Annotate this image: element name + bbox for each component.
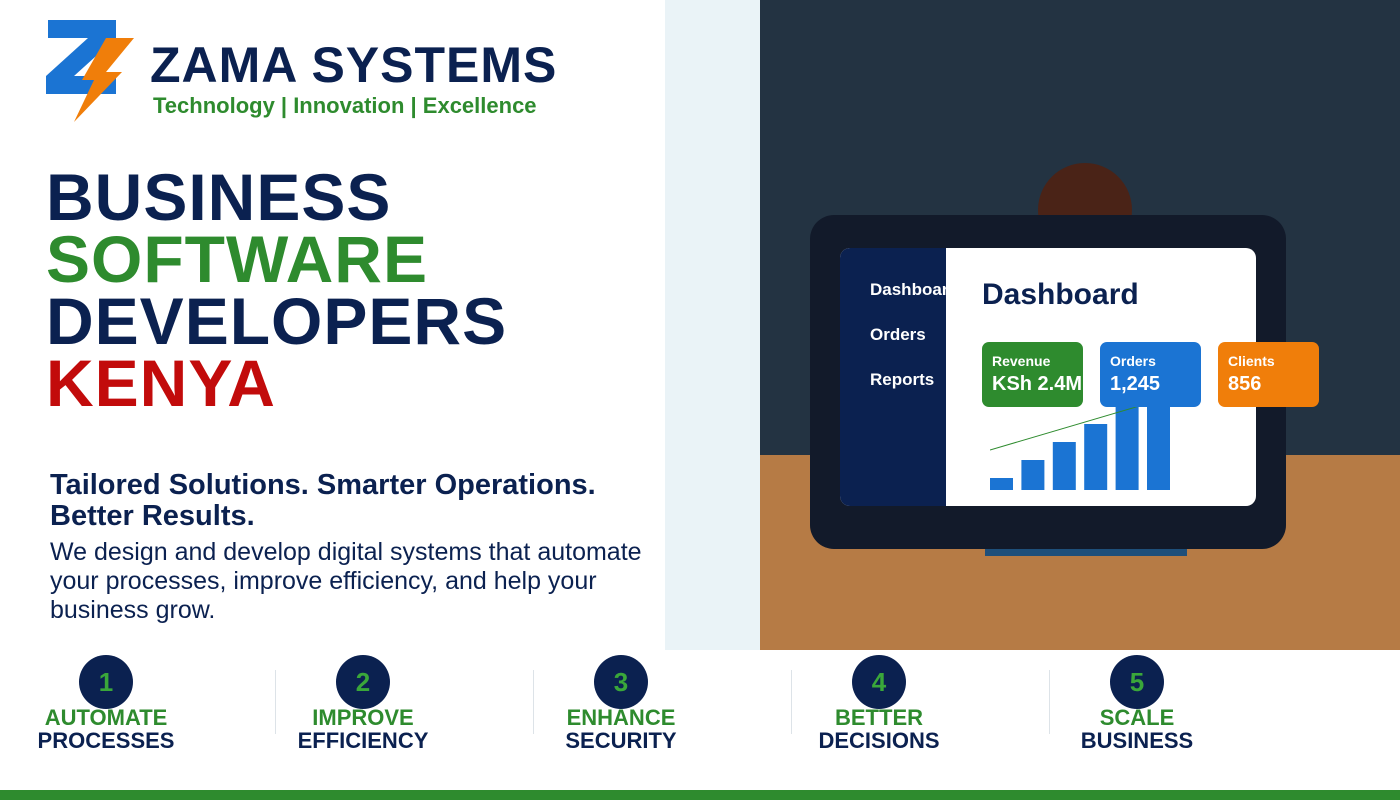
stat-card-label: Clients: [1228, 353, 1275, 369]
benefit-subtitle: EFFICIENCY: [297, 728, 429, 753]
stat-card-value: KSh 2.4M: [992, 373, 1083, 395]
benefit-better-decisions: 4 BETTER DECISIONS: [784, 655, 974, 765]
benefit-title: BETTER: [835, 705, 923, 730]
benefit-divider: [791, 670, 792, 734]
benefit-subtitle: BUSINESS: [1080, 728, 1194, 753]
headline-line-software: SOFTWARE: [46, 222, 428, 296]
brand-tagline: Technology | Innovation | Excellence: [153, 93, 537, 118]
benefit-improve-efficiency: 2 IMPROVE EFFICIENCY: [268, 655, 458, 765]
accent-strip: [665, 0, 760, 650]
benefit-automate-processes: 1 AUTOMATE PROCESSES: [11, 655, 201, 765]
benefit-title: SCALE: [1099, 705, 1175, 730]
benefit-subtitle: PROCESSES: [37, 728, 175, 753]
dashboard-illustration: Dashboard Orders Reports Dashboard Reven…: [760, 0, 1400, 650]
stat-card-label: Revenue: [992, 353, 1051, 369]
benefit-number-badge: 1: [79, 655, 133, 709]
benefit-enhance-security: 3 ENHANCE SECURITY: [526, 655, 716, 765]
benefit-divider: [533, 670, 534, 734]
headline-line-kenya: KENYA: [46, 346, 276, 420]
headline-line-business: BUSINESS: [46, 160, 392, 234]
chart-bar: [990, 478, 1013, 490]
benefit-subtitle: DECISIONS: [818, 728, 940, 753]
chart-bar: [1147, 388, 1170, 490]
benefit-divider: [275, 670, 276, 734]
z-lightning-logo-icon: [46, 20, 134, 122]
stat-card-value: 856: [1228, 373, 1262, 395]
benefit-number-badge: 3: [594, 655, 648, 709]
chart-bar: [1084, 424, 1108, 490]
benefit-scale-business: 5 SCALE BUSINESS: [1042, 655, 1232, 765]
sidebar-item-orders[interactable]: Orders: [870, 325, 926, 344]
benefit-title: AUTOMATE: [44, 705, 168, 730]
chart-bar: [1115, 406, 1139, 490]
stat-card-orders: Orders 1,245: [1100, 342, 1201, 407]
headline-line-developers: DEVELOPERS: [46, 284, 508, 358]
stat-card-clients: Clients 856: [1218, 342, 1319, 407]
benefit-title: ENHANCE: [566, 705, 676, 730]
sidebar-item-dashboard[interactable]: Dashboard: [870, 280, 959, 299]
benefit-number-badge: 4: [852, 655, 906, 709]
description-text: We design and develop digital systems th…: [50, 538, 642, 624]
screen-sidebar: Dashboard Orders Reports: [840, 248, 959, 506]
subheadline: Tailored Solutions. Smarter Operations. …: [50, 469, 596, 532]
growth-bar-chart: [990, 388, 1181, 490]
benefit-number-badge: 2: [336, 655, 390, 709]
footer-accent-bar: [0, 790, 1400, 800]
chart-bar: [1052, 442, 1076, 490]
chart-bar: [1021, 460, 1045, 490]
benefit-divider: [1049, 670, 1050, 734]
benefit-title: IMPROVE: [312, 705, 414, 730]
benefit-number-badge: 5: [1110, 655, 1164, 709]
stat-card-value: 1,245: [1110, 373, 1161, 395]
screen-title: Dashboard: [982, 278, 1139, 311]
hero-left-panel: ZAMA SYSTEMS Technology | Innovation | E…: [0, 0, 665, 650]
headline: BUSINESS SOFTWARE DEVELOPERS KENYA: [46, 160, 508, 420]
benefit-subtitle: SECURITY: [565, 728, 677, 753]
brand-name: ZAMA SYSTEMS: [150, 37, 558, 93]
sidebar-item-reports[interactable]: Reports: [870, 370, 935, 389]
stat-card-revenue: Revenue KSh 2.4M: [982, 342, 1083, 407]
stat-card-label: Orders: [1110, 353, 1156, 369]
